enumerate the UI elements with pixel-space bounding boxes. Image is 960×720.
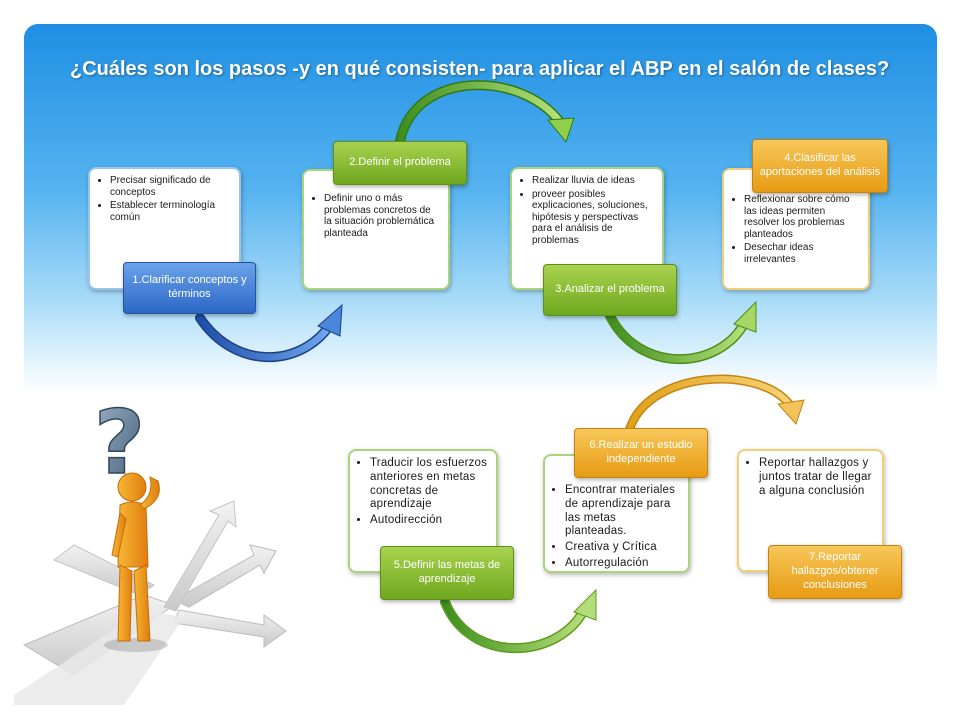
person-icon — [104, 472, 168, 652]
page-title: ¿Cuáles son los pasos -y en qué consiste… — [70, 58, 890, 80]
step-4-bullet-2: Desechar ideas irrelevantes — [744, 242, 860, 265]
step-6-label: 6.Realizar un estudio independiente — [574, 428, 708, 478]
arrow-step1-to-step2 — [195, 303, 343, 363]
step-2-card: Definir uno o más problemas concretos de… — [302, 169, 450, 290]
step-6-bullet-2: Creativa y Crítica — [565, 541, 680, 555]
step-5-bullet-2: Autodirección — [370, 514, 488, 528]
step-6-bullet-1: Encontrar materiales de aprendizaje para… — [565, 484, 680, 539]
step-5-label: 5.Definir las metas de aprendizaje — [380, 546, 514, 600]
step-3-bullet-1: Realizar lluvia de ideas — [532, 175, 654, 187]
person-crossroads-illustration: ? — [14, 395, 287, 705]
step-2-bullet-1: Definir uno o más problemas concretos de… — [324, 193, 440, 239]
step-5-bullet-1: Traducir los esfuerzos anteriores en met… — [370, 457, 488, 512]
arrow-step2-to-step3 — [395, 80, 575, 146]
arrow-step5-to-step6 — [440, 588, 597, 653]
step-1-bullet-2: Establecer terminología común — [110, 200, 231, 223]
crossroads-arrows-icon — [14, 500, 287, 705]
step-2-label: 2.Definir el problema — [333, 141, 467, 185]
arrow-step6-to-step7 — [625, 374, 805, 433]
step-1-label: 1.Clarificar conceptos y términos — [123, 262, 256, 314]
step-4-label: 4.Clasificar las aportaciones del anális… — [752, 139, 888, 193]
arrow-step3-to-step4 — [605, 300, 757, 364]
step-1-bullet-1: Precisar significado de conceptos — [110, 175, 231, 198]
step-3-bullet-2: proveer posibles explicaciones, solucion… — [532, 189, 654, 247]
step-3-label: 3.Analizar el problema — [543, 264, 677, 316]
step-6-bullet-3: Autorregulación — [565, 557, 680, 571]
step-7-bullet-1: Reportar hallazgos y juntos tratar de ll… — [759, 457, 874, 498]
step-7-label: 7.Reportar hallazgos/obtener conclusione… — [768, 545, 902, 599]
step-4-bullet-1: Reflexionar sobre cómo las ideas permite… — [744, 194, 860, 240]
